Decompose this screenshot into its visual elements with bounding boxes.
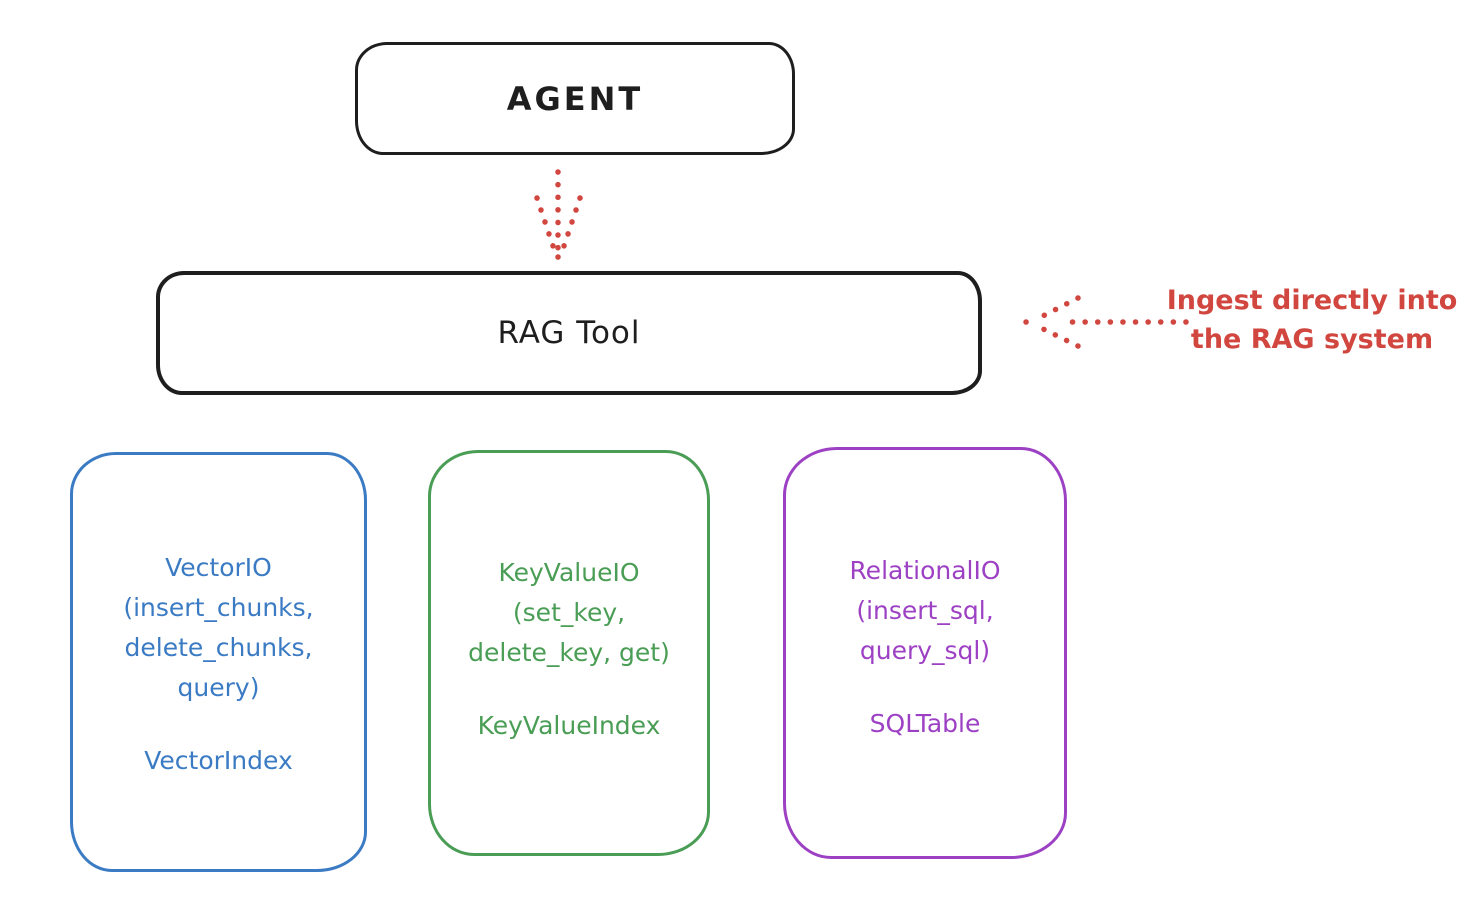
ingest-annotation-line1: Ingest directly into [1166, 285, 1458, 316]
vector-io-card: VectorIO (insert_chunks, delete_chunks, … [70, 452, 367, 872]
ingest-annotation-line2: the RAG system [1190, 324, 1434, 355]
rag-tool-label: RAG Tool [497, 315, 641, 351]
key-value-io-title-line: delete_key, get) [468, 638, 670, 667]
key-value-io-title-line: KeyValueIO [498, 558, 640, 587]
relational-io-title-line: query_sql) [859, 636, 991, 665]
relational-io-title-line: RelationalIO [849, 556, 1001, 585]
sql-table-label: SQLTable [869, 709, 981, 738]
agent-label: AGENT [506, 79, 644, 118]
vector-io-title-line: VectorIO [165, 553, 272, 582]
agent-to-rag-tool-arrow [534, 169, 583, 261]
vector-io-title-line: (insert_chunks, [123, 593, 314, 622]
rag-tool-node: RAG Tool [156, 271, 982, 395]
key-value-index-label: KeyValueIndex [477, 711, 661, 740]
vector-io-title-line: delete_chunks, [124, 633, 313, 662]
key-value-io-card: KeyValueIO (set_key, delete_key, get) Ke… [428, 450, 710, 856]
agent-node: AGENT [355, 42, 795, 155]
vector-io-title-line: query) [177, 673, 260, 702]
key-value-io-title-line: (set_key, [512, 598, 626, 627]
relational-io-title-line: (insert_sql, [856, 596, 994, 625]
ingest-annotation: Ingest directly into the RAG system [1140, 281, 1484, 359]
vector-index-label: VectorIndex [144, 746, 293, 775]
relational-io-card: RelationalIO (insert_sql, query_sql) SQL… [783, 447, 1067, 859]
